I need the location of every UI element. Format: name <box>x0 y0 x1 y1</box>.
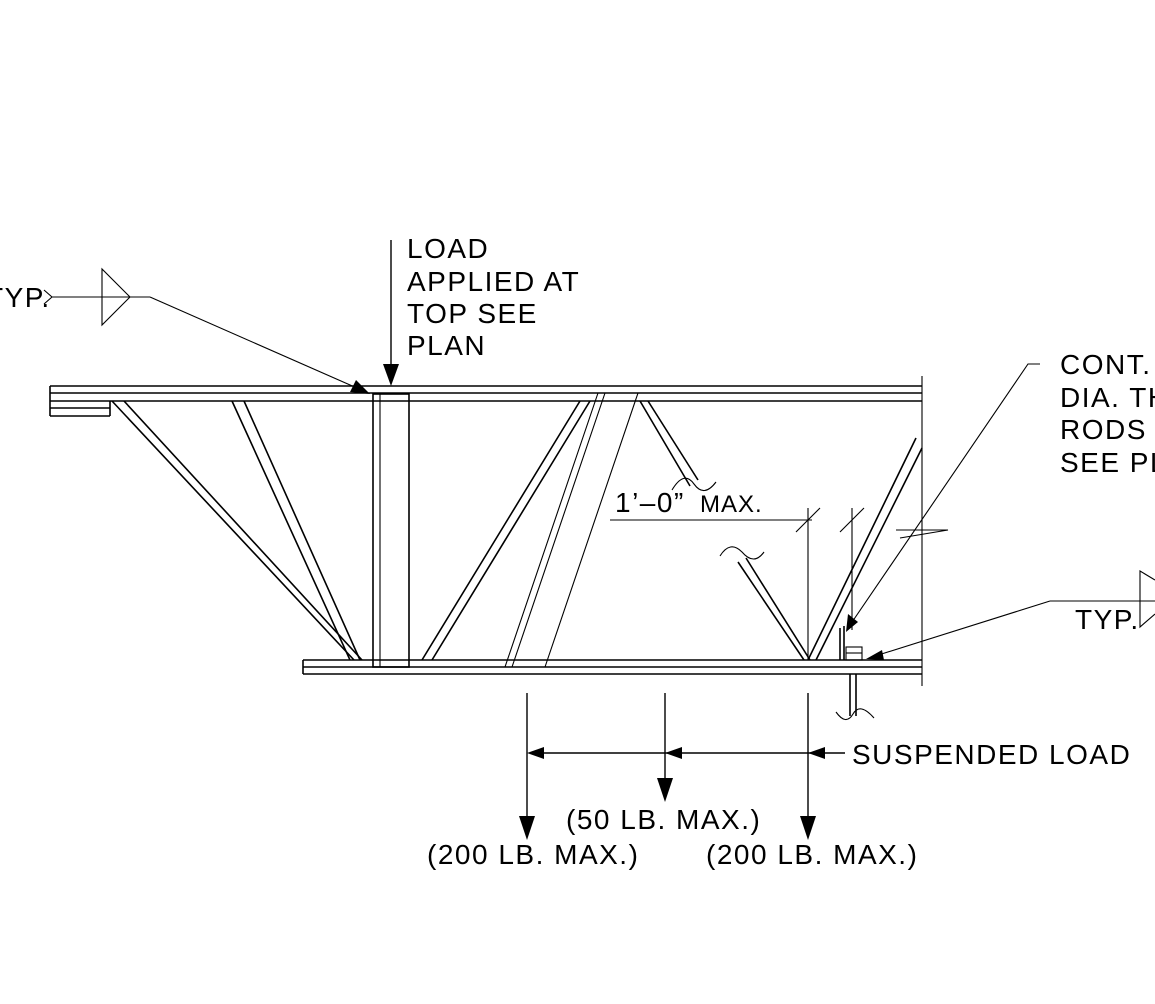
max-spacing-dimension <box>610 507 865 660</box>
weld-left-label: TYP. <box>0 282 51 313</box>
vertical-stiffener <box>372 393 410 668</box>
cont-note-line-1: CONT. <box>1060 349 1152 380</box>
load-applied-line-4: PLAN <box>407 330 486 361</box>
suspended-load-label: SUSPENDED LOAD <box>852 739 1131 770</box>
max-spacing-value: 1’–0” <box>615 487 685 518</box>
cont-note-line-3: RODS <box>1060 414 1147 445</box>
web-members <box>111 392 923 668</box>
weld-symbol-left <box>43 267 370 394</box>
weld-symbol-right <box>866 570 1155 660</box>
load-right-label: (200 LB. MAX.) <box>706 839 918 870</box>
load-applied-line-1: LOAD <box>407 233 489 264</box>
load-center-label: (50 LB. MAX.) <box>566 804 761 835</box>
break-line <box>896 376 949 686</box>
cont-note-line-2: DIA. TH <box>1060 382 1155 413</box>
load-applied-line-3: TOP SEE <box>407 298 538 329</box>
top-chord <box>49 385 922 417</box>
cont-rod-leader <box>846 363 1040 632</box>
max-spacing-word: MAX. <box>700 491 763 518</box>
load-applied-line-2: APPLIED AT <box>407 266 580 297</box>
load-left-label: (200 LB. MAX.) <box>427 839 639 870</box>
suspended-load-arrows <box>519 693 845 840</box>
weld-right-label: TYP. <box>1075 604 1140 635</box>
load-applied-arrow <box>383 240 399 386</box>
cont-note-line-4: SEE PL <box>1060 447 1155 478</box>
rod-connection <box>835 626 875 721</box>
